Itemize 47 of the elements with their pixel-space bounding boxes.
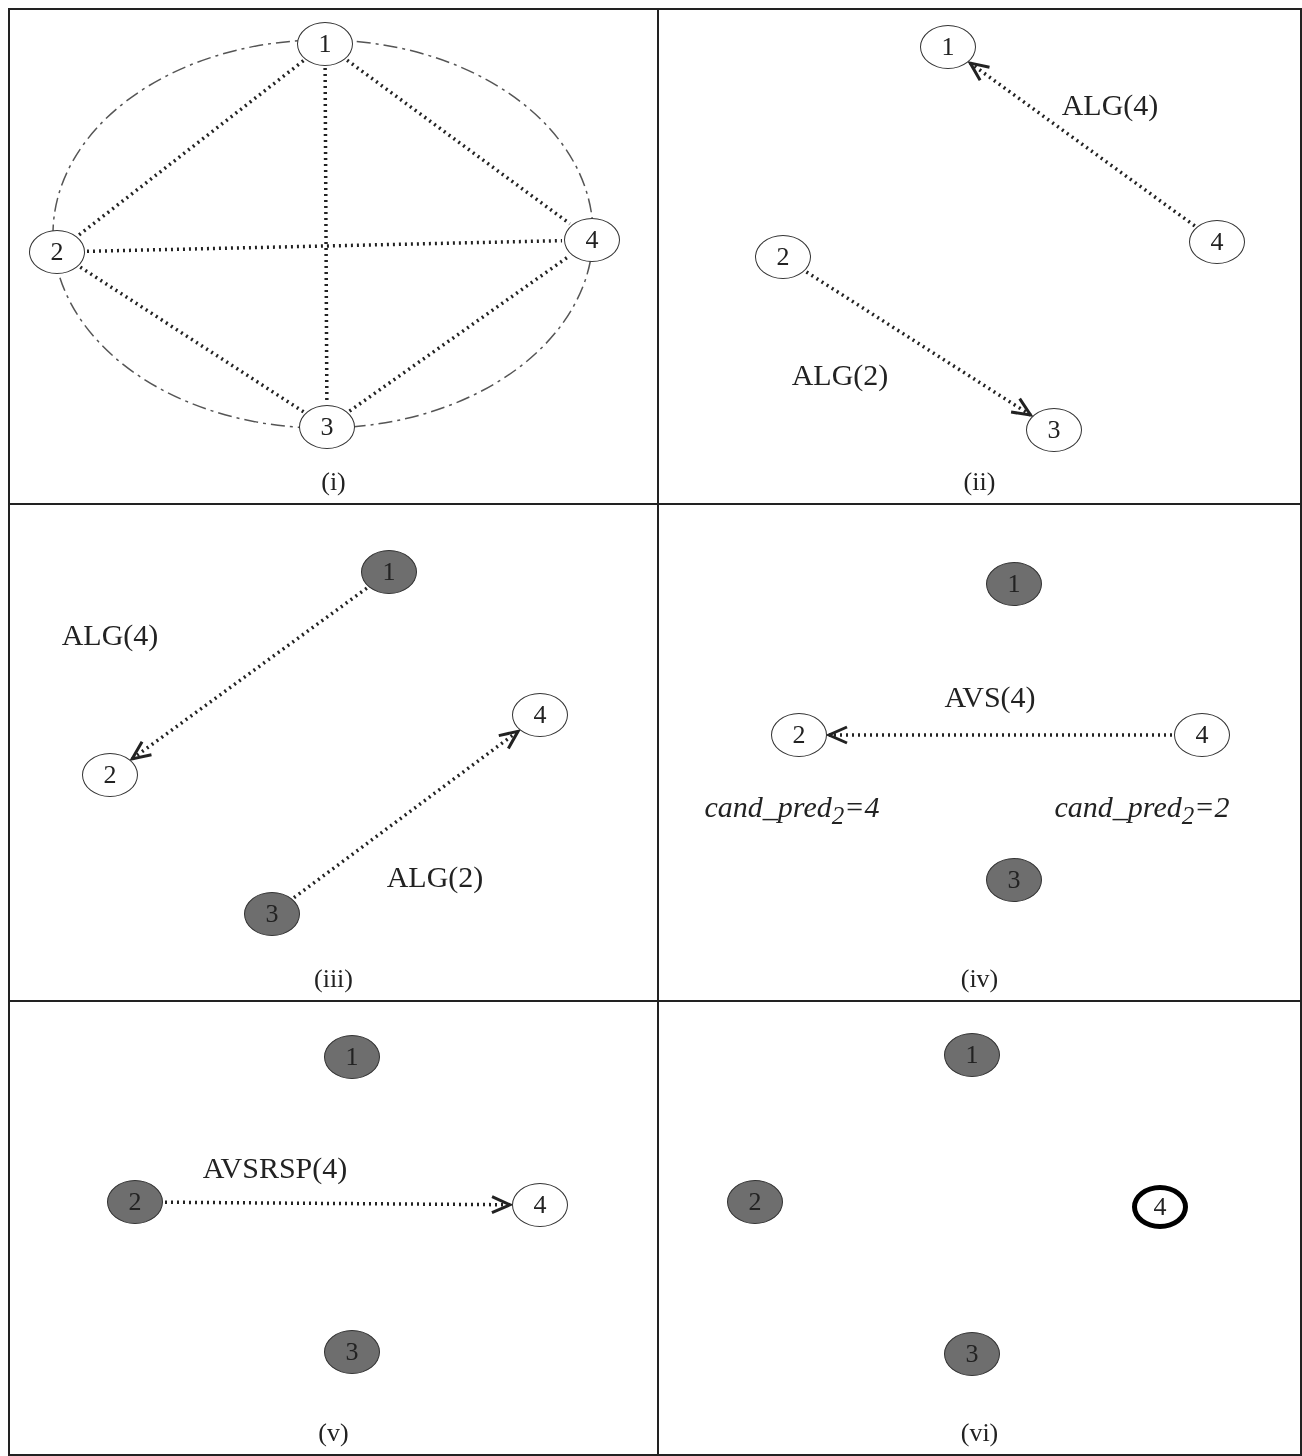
panel <box>8 1000 659 1456</box>
node-circle: 1 <box>944 1033 1000 1077</box>
node-circle: 4 <box>1132 1185 1188 1229</box>
node-circle: 3 <box>944 1332 1000 1376</box>
dotted-line <box>323 68 329 403</box>
node-circle: 2 <box>107 1180 163 1224</box>
dotted-arrow <box>827 725 1172 745</box>
panel-caption: (vi) <box>960 1418 999 1448</box>
panel-caption: (v) <box>318 1418 349 1448</box>
dotted-arrow <box>805 270 1033 417</box>
node-circle: 4 <box>1189 220 1245 264</box>
node-circle: 4 <box>564 218 620 262</box>
panel-caption: (iii) <box>314 964 353 994</box>
node-circle: 4 <box>512 693 568 737</box>
node-circle: 4 <box>1174 713 1230 757</box>
node-circle: 2 <box>727 1180 783 1224</box>
node-circle: 1 <box>986 562 1042 606</box>
panel-caption: (iv) <box>960 964 999 994</box>
panel <box>8 8 659 505</box>
dotted-arrow <box>130 586 368 761</box>
node-circle: 1 <box>920 25 976 69</box>
panel-caption: (i) <box>321 467 346 497</box>
panel <box>657 8 1302 505</box>
node-circle: 1 <box>324 1035 380 1079</box>
node-circle: 3 <box>299 405 355 449</box>
dotted-arrow <box>968 61 1196 228</box>
dotted-arrow <box>165 1195 512 1215</box>
node-circle: 2 <box>755 235 811 279</box>
panel-caption: (ii) <box>963 467 996 497</box>
variable-note: cand_pred$_{2}$=2 <box>1054 790 1230 830</box>
dotted-line <box>346 58 571 226</box>
node-circle: 2 <box>82 753 138 797</box>
node-circle: 3 <box>244 892 300 936</box>
node-circle: 4 <box>512 1183 568 1227</box>
node-circle: 2 <box>29 230 85 274</box>
node-circle: 1 <box>297 22 353 66</box>
dotted-line <box>79 265 305 414</box>
node-circle: 2 <box>771 713 827 757</box>
dotted-line <box>77 59 305 237</box>
variable-note: cand_pred$_{2}$=4 <box>704 790 880 830</box>
node-circle: 3 <box>1026 408 1082 452</box>
node-circle: 3 <box>324 1330 380 1374</box>
dotted-arrow <box>292 729 520 900</box>
node-circle: 1 <box>361 550 417 594</box>
dotted-line <box>86 238 563 254</box>
node-circle: 3 <box>986 858 1042 902</box>
panel <box>657 1000 1302 1456</box>
